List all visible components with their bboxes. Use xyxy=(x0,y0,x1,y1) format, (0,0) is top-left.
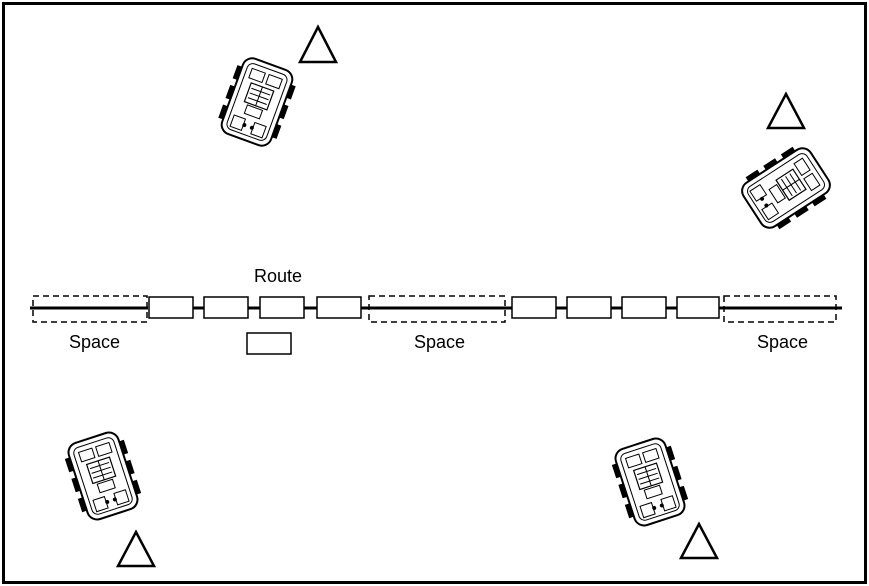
route-slot xyxy=(566,296,612,319)
triangle-marker-icon xyxy=(297,24,339,64)
robot-vehicle-icon xyxy=(734,139,838,237)
route-slot xyxy=(259,296,305,319)
space-label-left: Space xyxy=(69,332,120,352)
route-slot xyxy=(148,296,194,319)
detached-slot xyxy=(246,332,292,355)
route-slot xyxy=(511,296,557,319)
robot-vehicle-icon xyxy=(213,52,301,152)
route-track xyxy=(30,295,842,355)
route-slot xyxy=(676,296,720,319)
triangle-marker-icon xyxy=(765,91,807,130)
route-label: Route xyxy=(254,266,302,286)
robot-vehicle-icon xyxy=(60,427,146,525)
route-slot xyxy=(316,296,362,319)
route-slot xyxy=(621,296,667,319)
triangle-marker-icon xyxy=(115,529,157,568)
triangle-marker-icon xyxy=(678,521,720,560)
space-label-right: Space xyxy=(757,332,808,352)
robot-vehicle-icon xyxy=(607,433,693,531)
space-label-middle: Space xyxy=(414,332,465,352)
route-slot xyxy=(203,296,249,319)
